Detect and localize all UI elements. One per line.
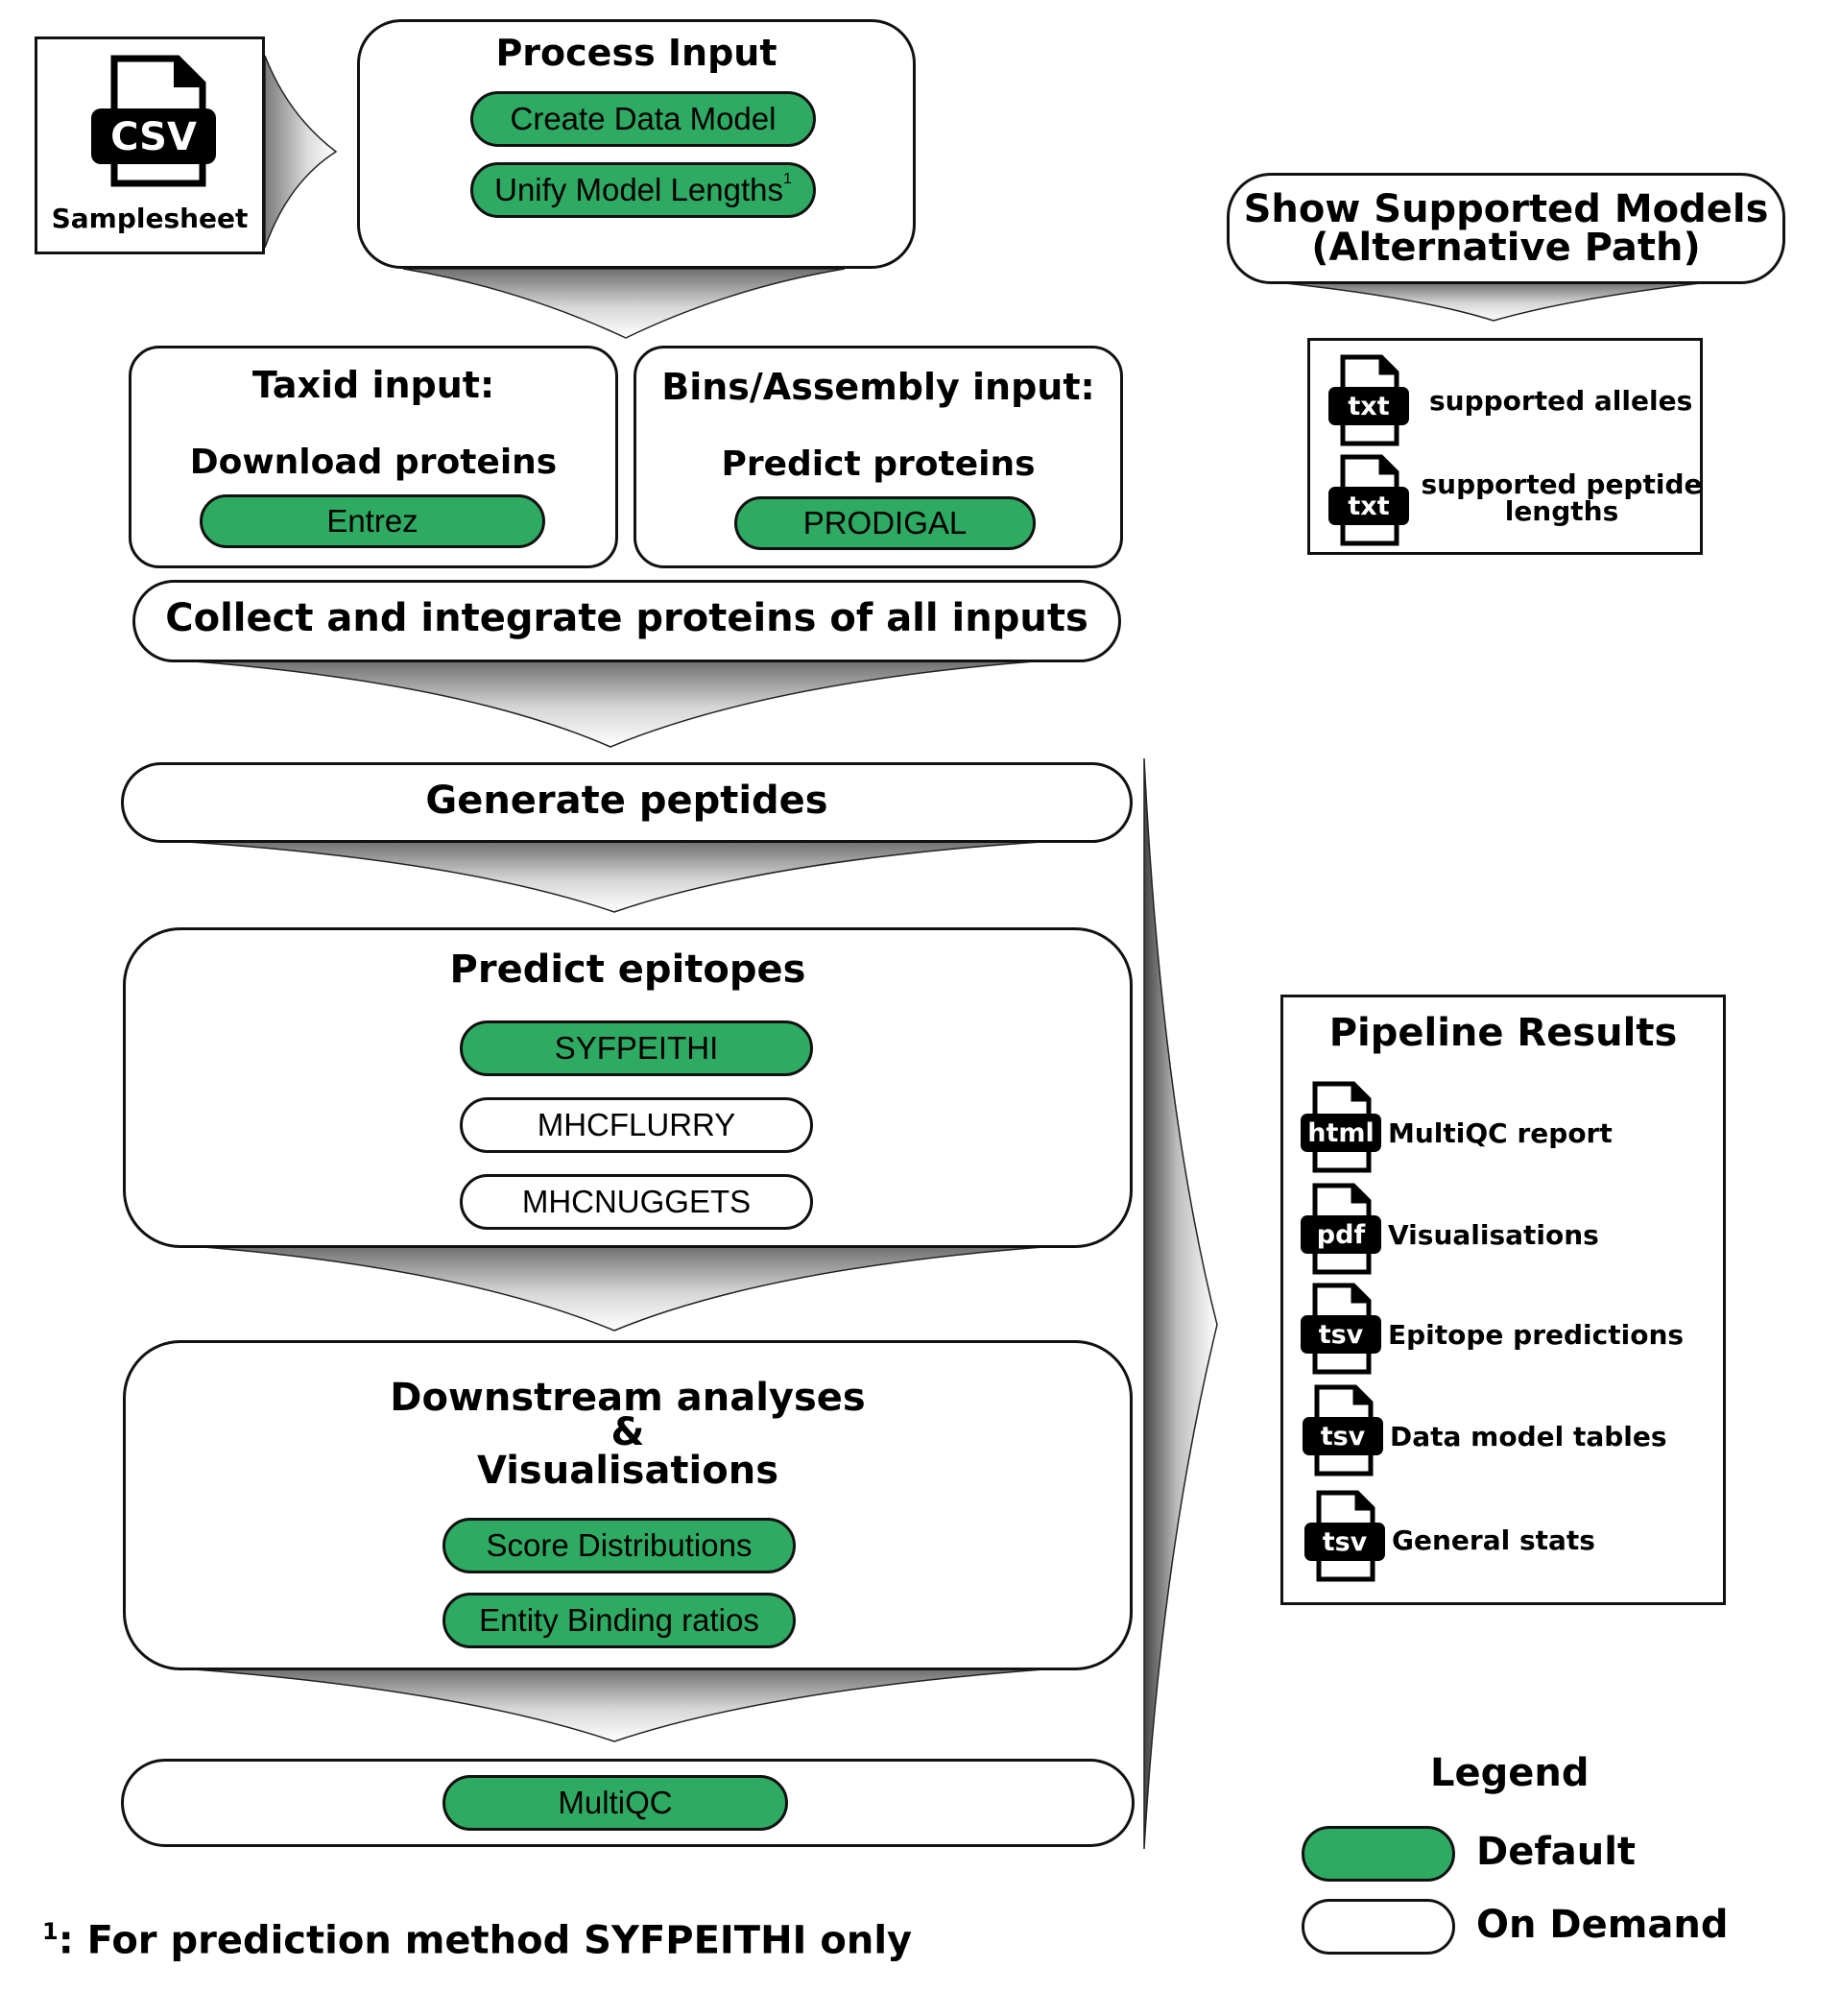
connector-process-input [402, 268, 846, 339]
score-distributions-tool[interactable]: Score Distributions [442, 1518, 796, 1573]
supported-peptide-lengths-label: supported peptide lengths [1418, 471, 1706, 525]
connector-generate [172, 840, 1057, 913]
mhcnuggets-label: MHCNUGGETS [521, 1184, 752, 1219]
epitope-predictions-label: Epitope predictions [1388, 1319, 1685, 1351]
supported-models-title-line2: (Alternative Path) [1311, 226, 1701, 270]
legend-default-label: Default [1476, 1830, 1637, 1874]
legend-ondemand-label: On Demand [1476, 1903, 1729, 1947]
entrez-label: Entrez [326, 503, 418, 539]
svg-text:tsv: tsv [1319, 1320, 1364, 1350]
multiqc-box: MultiQC [121, 1759, 1135, 1847]
tsv-file-icon: tsv [1304, 1490, 1385, 1582]
supported-alleles-label: supported alleles [1429, 385, 1693, 417]
footnote: 1: For prediction method SYFPEITHI only [42, 1918, 912, 1962]
generate-peptides-title: Generate peptides [425, 779, 828, 823]
legend-ondemand-swatch [1302, 1899, 1455, 1955]
legend-default-swatch [1302, 1826, 1455, 1882]
mhcflurry-label: MHCFLURRY [537, 1107, 736, 1142]
supported-peptide-lengths-line2: lengths [1504, 495, 1619, 527]
connector-supported-models [1276, 281, 1710, 322]
process-input-box: Process Input Create Data Model Unify Mo… [357, 19, 916, 269]
connector-samplesheet [264, 55, 338, 249]
bins-input-box: Bins/Assembly input: Predict proteins PR… [634, 346, 1123, 568]
multiqc-label: MultiQC [558, 1785, 673, 1820]
score-distributions-label: Score Distributions [486, 1527, 753, 1563]
bins-input-title: Bins/Assembly input: [661, 366, 1095, 408]
svg-text:txt: txt [1348, 492, 1389, 521]
mhcnuggets-tool[interactable]: MHCNUGGETS [460, 1174, 813, 1230]
svg-text:CSV: CSV [110, 115, 197, 159]
supported-models-box: Show Supported Models (Alternative Path) [1227, 173, 1785, 284]
create-data-model-label: Create Data Model [510, 101, 777, 136]
tsv-file-icon: tsv [1303, 1384, 1383, 1476]
connector-predict [191, 1245, 1057, 1332]
tsv-file-icon: tsv [1301, 1283, 1381, 1375]
unify-model-lengths-label: Unify Model Lengths [494, 172, 783, 207]
svg-text:html: html [1307, 1118, 1375, 1148]
data-model-tables-label: Data model tables [1390, 1421, 1667, 1452]
entrez-tool[interactable]: Entrez [200, 494, 545, 548]
bins-input-subtitle: Predict proteins [721, 444, 1036, 484]
connector-downstream [181, 1668, 1057, 1742]
visualisations-label: Visualisations [1388, 1219, 1599, 1251]
downstream-box: Downstream analyses & Visualisations Sco… [123, 1340, 1133, 1670]
multiqc-tool[interactable]: MultiQC [442, 1775, 788, 1831]
prodigal-label: PRODIGAL [802, 505, 968, 540]
mhcflurry-tool[interactable]: MHCFLURRY [460, 1097, 813, 1153]
svg-text:tsv: tsv [1321, 1422, 1366, 1452]
supported-peptide-lengths-line1: supported peptide [1421, 468, 1703, 500]
svg-text:txt: txt [1348, 392, 1389, 421]
taxid-input-subtitle: Download proteins [189, 443, 558, 482]
samplesheet-label: Samplesheet [51, 203, 249, 234]
html-file-icon: html [1301, 1081, 1381, 1173]
create-data-model-step[interactable]: Create Data Model [470, 91, 816, 147]
footnote-marker: 1 [782, 171, 792, 187]
supported-models-files-box: txt supported alleles txt supported pept… [1307, 338, 1703, 555]
downstream-title-line3: Visualisations [476, 1449, 779, 1493]
connector-results [1143, 757, 1218, 1850]
svg-text:pdf: pdf [1317, 1220, 1366, 1250]
syfpeithi-label: SYFPEITHI [554, 1030, 719, 1066]
downstream-title-line2: & [610, 1410, 645, 1454]
connector-collect [181, 660, 1047, 748]
entity-binding-ratios-tool[interactable]: Entity Binding ratios [442, 1593, 796, 1648]
samplesheet-box: CSV Samplesheet [35, 36, 265, 254]
collect-proteins-box: Collect and integrate proteins of all in… [132, 580, 1121, 662]
syfpeithi-tool[interactable]: SYFPEITHI [460, 1020, 813, 1076]
prodigal-tool[interactable]: PRODIGAL [734, 496, 1036, 550]
predict-epitopes-title: Predict epitopes [449, 948, 806, 992]
txt-file-icon: txt [1328, 354, 1409, 446]
process-input-title: Process Input [495, 32, 777, 74]
footnote-text: : For prediction method SYFPEITHI only [58, 1918, 913, 1963]
multiqc-report-label: MultiQC report [1388, 1117, 1613, 1149]
pipeline-results-title: Pipeline Results [1328, 1011, 1678, 1055]
taxid-input-box: Taxid input: Download proteins Entrez [129, 346, 618, 568]
svg-text:tsv: tsv [1323, 1527, 1368, 1557]
taxid-input-title: Taxid input: [251, 364, 495, 406]
legend-title: Legend [1430, 1751, 1590, 1795]
entity-binding-ratios-label: Entity Binding ratios [479, 1602, 759, 1638]
generate-peptides-box: Generate peptides [121, 762, 1133, 843]
downstream-title-line1: Downstream analyses [390, 1376, 866, 1420]
pdf-file-icon: pdf [1301, 1183, 1381, 1275]
txt-file-icon: txt [1328, 454, 1409, 546]
general-stats-label: General stats [1392, 1524, 1595, 1556]
predict-epitopes-box: Predict epitopes SYFPEITHI MHCFLURRY MHC… [123, 927, 1133, 1248]
csv-file-icon: CSV [91, 55, 216, 187]
supported-models-title-line1: Show Supported Models [1243, 187, 1769, 231]
collect-proteins-title: Collect and integrate proteins of all in… [165, 596, 1088, 640]
footnote-marker-sup: 1 [42, 1918, 59, 1945]
